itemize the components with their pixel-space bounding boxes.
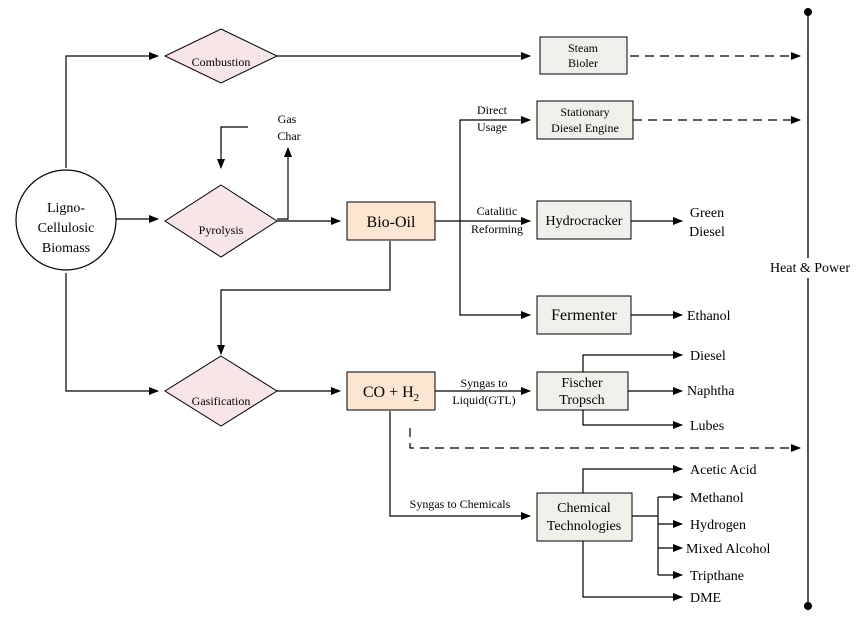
green-diesel-line2: Diesel: [689, 225, 725, 240]
methanol-label: Methanol: [690, 491, 744, 506]
bio-oil-label: Bio-Oil: [367, 214, 416, 231]
gasification-label: Gasification: [192, 394, 251, 408]
heat-power-bus: Heat & Power: [762, 8, 856, 610]
biomass-line3: Biomass: [42, 241, 90, 256]
direct-usage-line2: Usage: [477, 120, 507, 134]
stationary-engine-line2: Diesel Engine: [551, 121, 619, 135]
mixed-alcohol-label: Mixed Alcohol: [686, 542, 770, 557]
lubes-label: Lubes: [690, 419, 724, 434]
fermenter-label: Fermenter: [551, 307, 617, 324]
naphtha-label: Naphtha: [687, 384, 735, 399]
diesel-label: Diesel: [690, 349, 726, 364]
gasification-diamond: Gasification: [164, 355, 278, 427]
bio-oil-box: Bio-Oil: [346, 201, 436, 241]
heat-power-label: Heat & Power: [770, 261, 850, 276]
catalytic-line2: Reforming: [471, 222, 523, 236]
steam-bioler-line2: Bioler: [568, 56, 598, 70]
syngas-chemicals-label: Syngas to Chemicals: [410, 497, 511, 511]
pyrolysis-label: Pyrolysis: [199, 223, 244, 237]
syngas-box: CO + H2: [346, 371, 436, 411]
ethanol-label: Ethanol: [687, 309, 731, 324]
acetic-acid-label: Acetic Acid: [690, 463, 756, 478]
steam-bioler-box: Steam Bioler: [539, 36, 628, 75]
biomass-line1: Ligno-: [47, 201, 85, 216]
green-diesel-line1: Green: [690, 206, 724, 221]
fischer-tropsch-box: Fischer Tropsch: [536, 371, 629, 411]
steam-bioler-line1: Steam: [568, 41, 599, 55]
stationary-engine-line1: Stationary: [560, 105, 609, 119]
gtl-line2: Liquid(GTL): [452, 393, 515, 407]
syngas-main: CO + H: [363, 384, 414, 401]
hydrocracker-label: Hydrocracker: [546, 214, 623, 229]
fischer-tropsch-line2: Tropsch: [559, 393, 604, 408]
gtl-line1: Syngas to: [460, 376, 507, 390]
edge-labels: Direct Usage Catalitic Reforming Syngas …: [410, 103, 523, 511]
tripthane-label: Tripthane: [690, 569, 744, 584]
chemical-tech-box: Chemical Technologies: [536, 492, 633, 542]
combustion-diamond: Combustion: [163, 28, 279, 84]
char-label: Char: [277, 129, 300, 143]
pyrolysis-diamond: Pyrolysis: [164, 184, 278, 258]
chemical-tech-line2: Technologies: [547, 519, 621, 534]
combustion-label: Combustion: [192, 55, 251, 69]
dme-label: DME: [690, 591, 721, 606]
outputs: Green Diesel Ethanol Diesel Naphtha Lube…: [686, 206, 770, 606]
syngas-subscript: 2: [414, 392, 420, 404]
biomass-source: Ligno- Cellulosic Biomass: [15, 169, 117, 271]
pyrolysis-byproducts: Gas Char: [277, 112, 300, 143]
catalytic-line1: Catalitic: [477, 204, 518, 218]
direct-usage-line1: Direct: [477, 103, 508, 117]
connectors: [65, 52, 801, 601]
syngas-label: CO + H2: [363, 384, 419, 404]
hydrocracker-box: Hydrocracker: [536, 200, 632, 240]
chemical-tech-line1: Chemical: [557, 501, 611, 516]
biomass-line2: Cellulosic: [38, 221, 95, 236]
fischer-tropsch-line1: Fischer: [561, 376, 603, 391]
fermenter-box: Fermenter: [536, 295, 632, 335]
hydrogen-label: Hydrogen: [690, 518, 746, 533]
stationary-engine-box: Stationary Diesel Engine: [536, 100, 634, 140]
gas-label: Gas: [278, 112, 297, 126]
